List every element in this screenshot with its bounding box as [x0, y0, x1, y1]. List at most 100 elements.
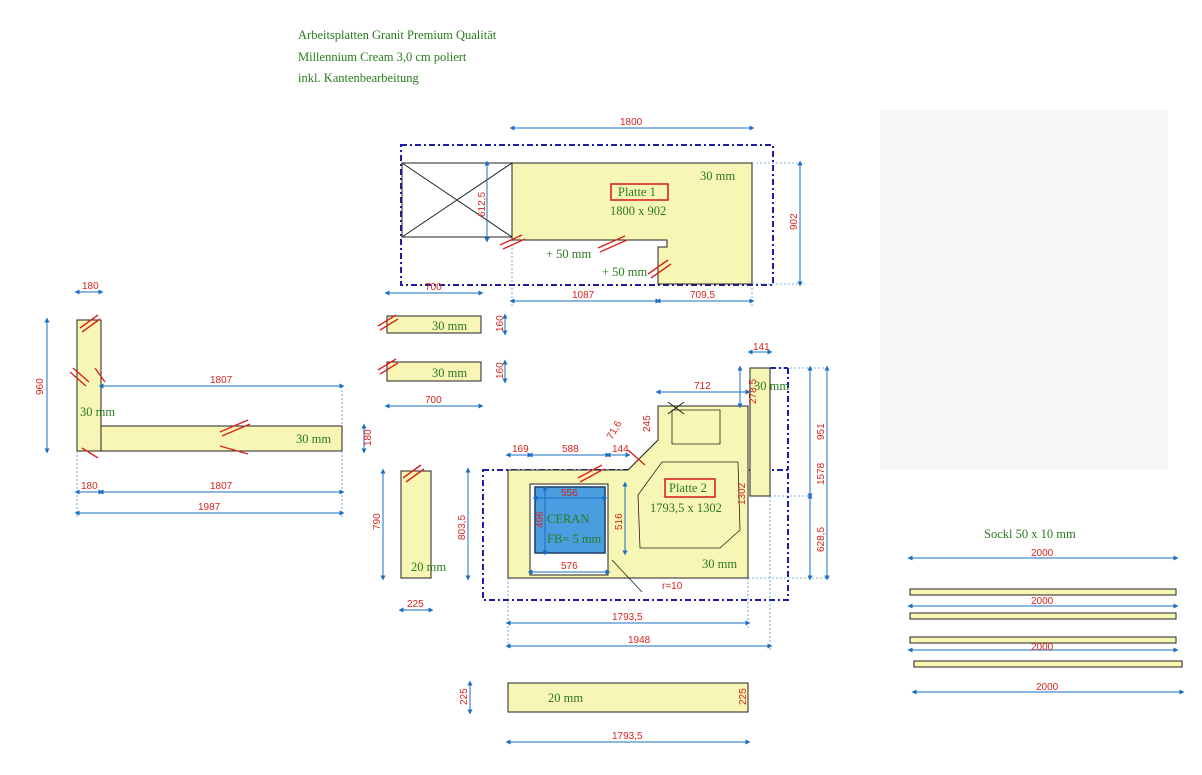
plate-2-recess	[671, 409, 721, 445]
dim-556: 556	[561, 488, 578, 499]
plate-2-size: 1793,5 x 1302	[650, 501, 722, 515]
joint-mark	[405, 468, 425, 483]
joint-mark	[579, 468, 605, 483]
joint-mark	[219, 445, 249, 455]
strip-1-thickness: 30 mm	[432, 319, 467, 333]
plate-2-thickness-bottom: 30 mm	[702, 557, 737, 571]
joint-mark	[377, 358, 397, 371]
plate-2: CERAN FB= 5 mm 556 496 516 576 r=10 169 …	[457, 342, 830, 650]
plate-2-frame	[482, 469, 789, 601]
vertical-strip: 790 225 20 mm	[372, 464, 446, 613]
dim-712: 712	[694, 381, 711, 392]
dim-628-5: 628,5	[816, 527, 827, 552]
l-dim-960: 960	[35, 378, 46, 395]
dim-169: 169	[512, 444, 529, 455]
plate-1-name: Platte 1	[618, 185, 656, 199]
strip-2-length: 700	[425, 395, 442, 406]
l-dim-180-right: 180	[363, 429, 374, 446]
dim-141: 141	[753, 342, 770, 353]
plate-1-slab	[511, 162, 753, 285]
dim-1302: 1302	[737, 482, 748, 505]
joint-mark	[650, 263, 672, 279]
strip-1-length: 700	[425, 282, 442, 293]
dim-902: 902	[789, 213, 800, 230]
joint-mark	[577, 464, 603, 479]
plate-2-name: Platte 2	[669, 481, 707, 495]
bottom-strip-slab	[507, 682, 749, 713]
joint-mark	[627, 449, 646, 466]
bottom-strip-length: 1793,5	[612, 731, 643, 742]
cutout-cross-line-b	[401, 162, 513, 238]
dim-144: 144	[612, 444, 629, 455]
joint-mark	[221, 423, 251, 437]
plate-2-thickness-right: 30 mm	[754, 379, 789, 393]
sockel-length-1: 2000	[1031, 548, 1054, 559]
joint-mark	[94, 367, 106, 383]
plate-1-size: 1800 x 902	[610, 204, 666, 218]
joint-mark	[599, 239, 628, 253]
cooktop-label-2: FB= 5 mm	[547, 532, 602, 546]
dim-496: 496	[535, 511, 546, 528]
plate-2-label-box	[664, 478, 716, 498]
dim-1087: 1087	[572, 290, 595, 301]
plate-2-side-slab	[749, 367, 771, 497]
header-line-1: Arbeitsplatten Granit Premium Qualität	[298, 28, 497, 42]
strip-1: 700 160 30 mm	[377, 282, 508, 336]
plate-2-contour	[637, 461, 741, 549]
dim-245: 245	[642, 415, 653, 432]
bottom-strip-left-height: 225	[459, 688, 470, 705]
joint-mark	[647, 259, 669, 275]
dim-1800: 1800	[620, 117, 643, 128]
vertical-strip-slab	[400, 470, 432, 579]
joint-mark	[81, 318, 101, 333]
cooktop-label-1: CERAN	[547, 512, 589, 526]
l-dim-180-bottom: 180	[81, 481, 98, 492]
sockel-bar-3	[909, 636, 1177, 644]
l-shape: 180 960 1807 180 180 1807 1987 30 mm 30 …	[35, 281, 374, 518]
strip-2: 160 30 mm 700	[377, 358, 508, 409]
l-vertical-thickness: 30 mm	[80, 405, 115, 419]
sockel-bar-2	[909, 612, 1177, 620]
plate-1-label-box	[610, 183, 669, 201]
joint-mark	[379, 318, 399, 331]
joint-mark	[81, 447, 99, 459]
strip-1-slab	[386, 315, 482, 334]
joint-mark	[79, 314, 99, 329]
radius-leader	[611, 559, 643, 593]
sockel-length-3: 2000	[1031, 642, 1054, 653]
vertical-strip-thickness: 20 mm	[411, 560, 446, 574]
radius-label: r=10	[662, 581, 683, 592]
strip-2-thickness: 30 mm	[432, 366, 467, 380]
joint-mark	[379, 362, 399, 375]
plate-1-extra-1: + 50 mm	[546, 247, 592, 261]
vertical-strip-width: 225	[407, 599, 424, 610]
strip-2-height: 160	[495, 362, 506, 379]
dim-1793-5: 1793,5	[612, 612, 643, 623]
plate-1: 1800 902 612,5 1087 709,5 Platte 1 1800 …	[400, 117, 805, 306]
joint-mark	[377, 314, 397, 327]
sockel-bar-4	[913, 660, 1183, 668]
bottom-strip: 225 225 1793,5 20 mm	[459, 680, 751, 745]
dim-71-6: 71,6	[605, 419, 624, 442]
bottom-strip-thickness: 20 mm	[548, 691, 583, 705]
header-line-2: Millennium Cream 3,0 cm poliert	[298, 50, 467, 64]
l-dim-1987: 1987	[198, 502, 221, 513]
dim-588: 588	[562, 444, 579, 455]
strip-2-slab	[386, 361, 482, 382]
l-dim-180-top: 180	[82, 281, 99, 292]
dim-803-5: 803,5	[457, 515, 468, 540]
plate-1-extra-2: + 50 mm	[602, 265, 648, 279]
bottom-strip-right-height: 225	[738, 688, 749, 705]
joint-mark	[402, 464, 422, 479]
sockel-bar-1	[909, 588, 1177, 596]
joint-mark	[72, 367, 90, 383]
sockel-title: Sockl 50 x 10 mm	[984, 527, 1076, 541]
dim-516: 516	[614, 513, 625, 530]
dim-1578: 1578	[816, 462, 827, 485]
joint-mark	[499, 234, 523, 246]
l-dim-1807-bottom: 1807	[210, 481, 233, 492]
l-dim-1807-top: 1807	[210, 375, 233, 386]
sockel-length-2: 2000	[1031, 596, 1054, 607]
sockel-group: Sockl 50 x 10 mm 2000 2000 2000 2000	[907, 527, 1185, 695]
